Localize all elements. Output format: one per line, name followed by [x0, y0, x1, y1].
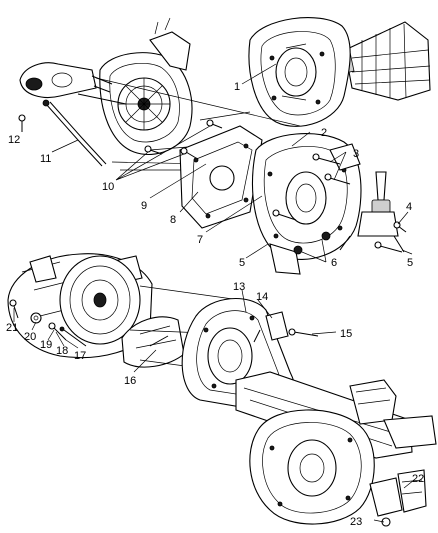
bolt-set-middle	[144, 119, 407, 255]
flywheel	[59, 255, 141, 345]
bottom-right-detail	[249, 379, 437, 527]
clutch-housing-middle	[251, 133, 362, 275]
callout-12: 12	[8, 134, 20, 146]
callout-21: 21	[6, 322, 18, 334]
callout-22: 22	[412, 473, 424, 485]
callout-13: 13	[233, 281, 245, 293]
callout-10: 10	[102, 181, 114, 193]
callout-11: 11	[40, 153, 51, 165]
engine-clutch-assembly	[99, 17, 193, 156]
crossmember-mount	[19, 62, 113, 98]
callout-16: 16	[124, 375, 136, 387]
adapter-plate	[179, 125, 263, 229]
callout-18: 18	[56, 345, 68, 357]
callout-5-left: 5	[239, 257, 245, 269]
callout-labels: 1 2 3 4 5 5 6 7 8 9 10 11 12 13 14 15 16…	[6, 81, 424, 528]
leader-lines	[13, 63, 415, 523]
callout-9: 9	[141, 200, 147, 212]
callout-1: 1	[234, 81, 240, 93]
callout-20: 20	[24, 331, 36, 343]
callout-6: 6	[331, 257, 337, 269]
callout-4: 4	[406, 201, 412, 213]
callout-7: 7	[197, 234, 203, 246]
callout-17: 17	[74, 350, 86, 362]
callout-2: 2	[321, 127, 327, 139]
lower-fastener-set	[9, 299, 319, 347]
bell-housing-top	[248, 17, 351, 127]
shift-lever	[339, 171, 405, 253]
callout-23: 23	[350, 516, 362, 528]
callout-8: 8	[170, 214, 176, 226]
clutch-linkage-rod	[18, 93, 127, 167]
callout-3: 3	[353, 148, 359, 160]
callout-19: 19	[40, 339, 52, 351]
callout-5-right: 5	[407, 257, 413, 269]
callout-14: 14	[256, 291, 268, 303]
callout-15: 15	[340, 328, 352, 340]
